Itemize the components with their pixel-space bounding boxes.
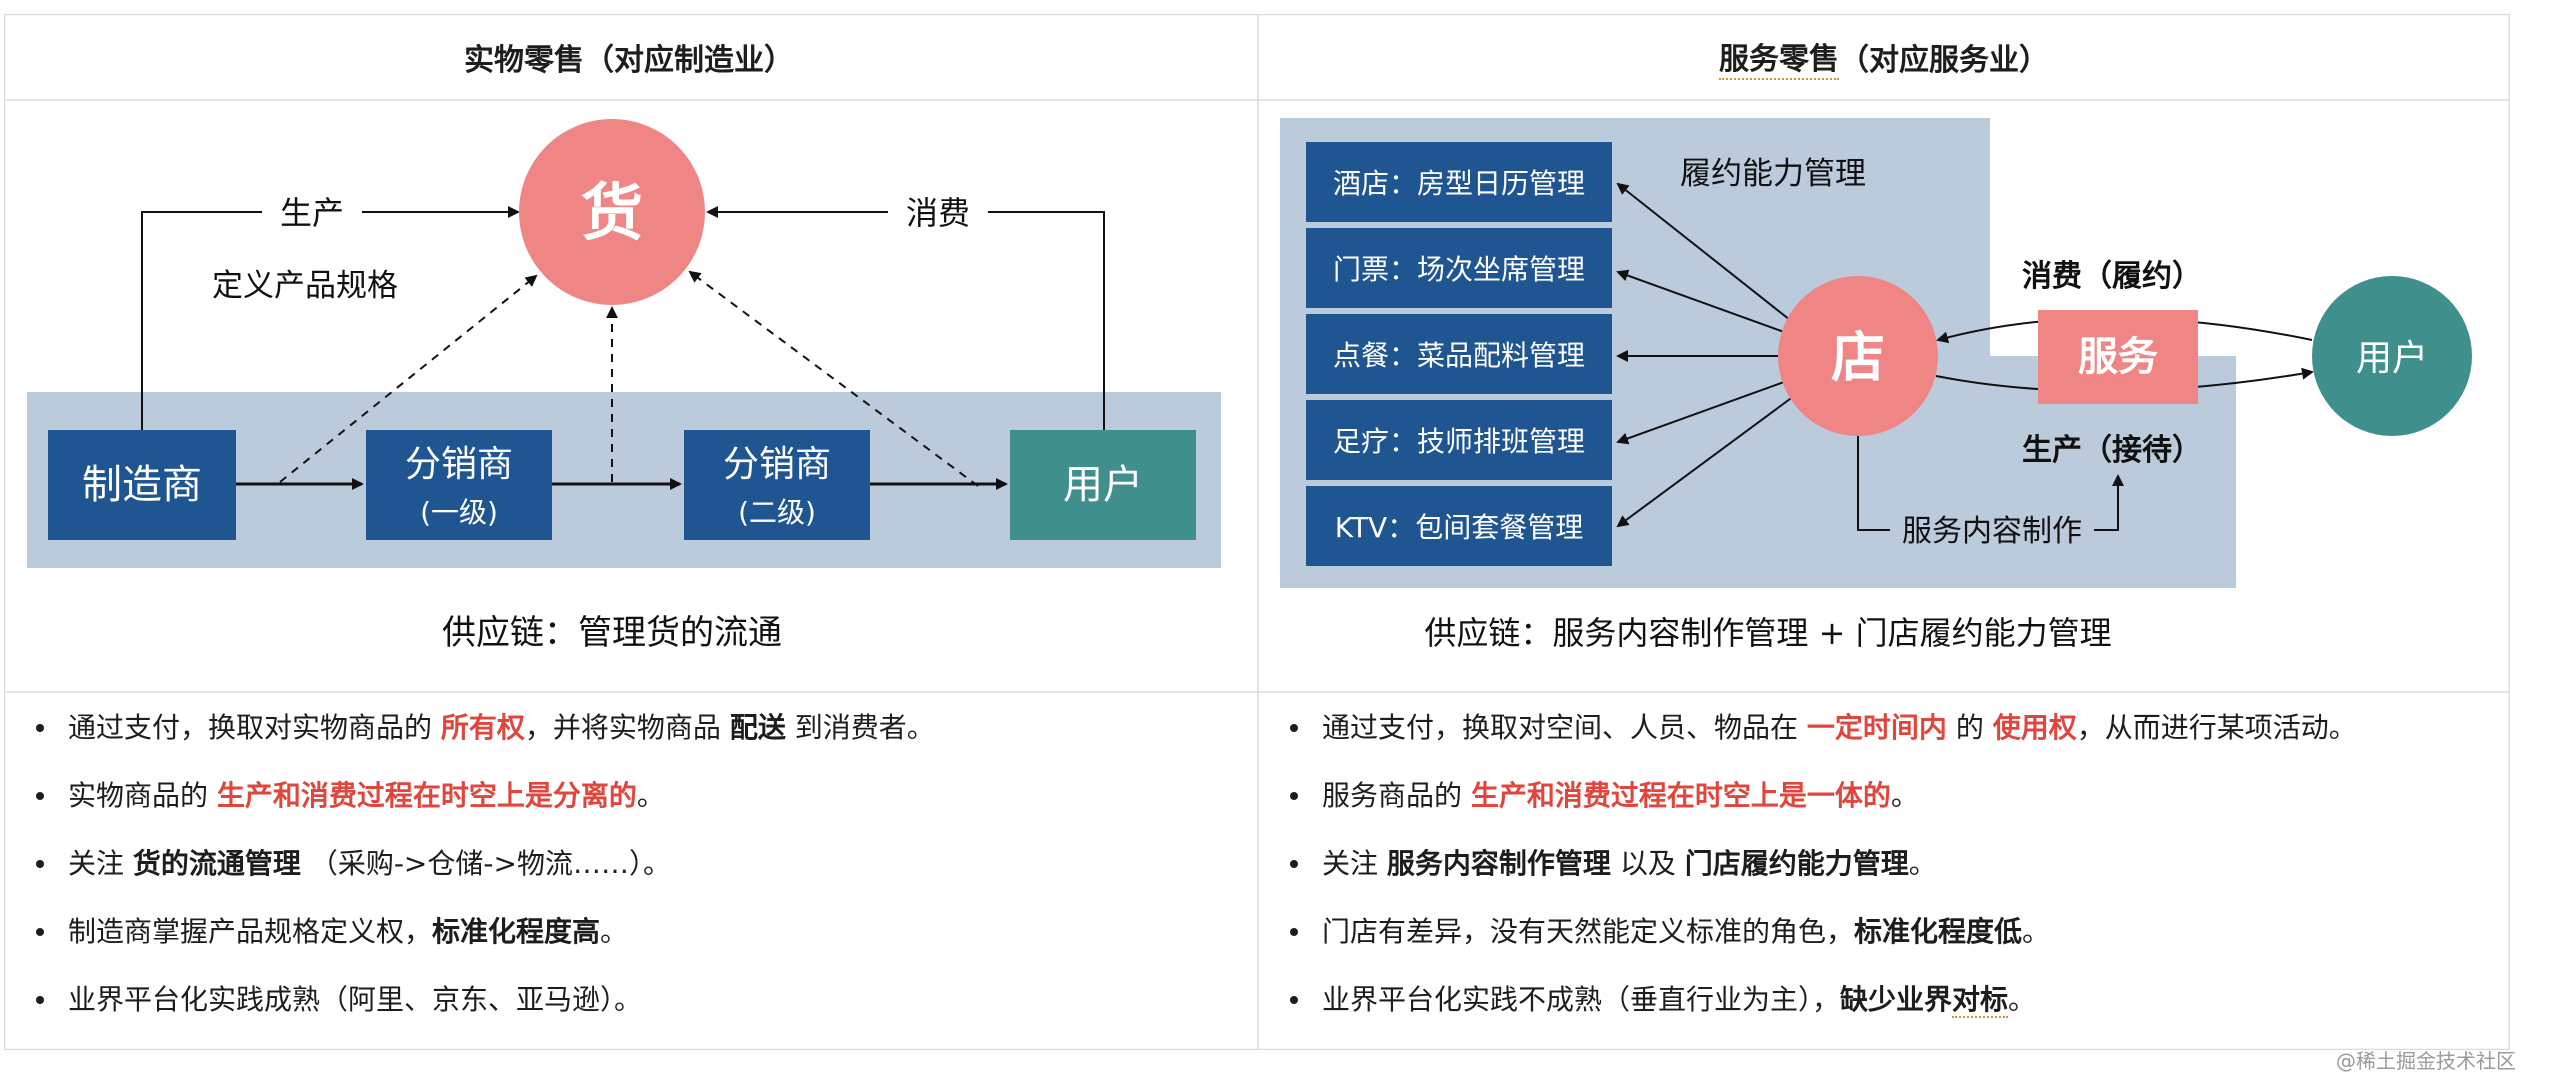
- service-label: 服务: [2078, 334, 2158, 380]
- service-user-label: 用户: [2356, 338, 2428, 379]
- distributor-2-level: (二级): [738, 496, 816, 529]
- service-item-box: [1306, 400, 1612, 480]
- right-column-header: 服务零售（对应服务业）: [1258, 14, 2510, 100]
- define-spec-label: 定义产品规格: [212, 268, 398, 304]
- produce-label: 生产: [280, 194, 344, 232]
- service-item-box: [1306, 314, 1612, 394]
- service-item-label: 酒店：房型日历管理: [1333, 167, 1585, 200]
- service-item-label: 点餐：菜品配料管理: [1333, 339, 1585, 372]
- distributor-1-box: [366, 430, 552, 540]
- service-item-box: [1306, 486, 1612, 566]
- list-item: 门店有差异，没有天然能定义标准的角色，标准化程度低。: [1258, 898, 2510, 966]
- goods-circle: [519, 119, 705, 305]
- distributor-2-box: [684, 430, 870, 540]
- list-item: 关注 服务内容制作管理 以及 门店履约能力管理。: [1258, 830, 2510, 898]
- user-box: [1010, 430, 1196, 540]
- list-item: 通过支付，换取对空间、人员、物品在 一定时间内 的 使用权，从而进行某项活动。: [1258, 694, 2510, 762]
- list-item: 关注 货的流通管理 （采购->仓储->物流……）。: [4, 830, 1254, 898]
- left-caption: 供应链：管理货的流通: [442, 613, 782, 653]
- service-item-label: 门票：场次坐席管理: [1333, 253, 1585, 286]
- fulfil-mgmt-label: 履约能力管理: [1680, 156, 1866, 192]
- right-bullet-list: 通过支付，换取对空间、人员、物品在 一定时间内 的 使用权，从而进行某项活动。 …: [1258, 694, 2510, 1034]
- consume-label: 消费: [906, 194, 970, 232]
- content-make-label: 服务内容制作: [1902, 514, 2082, 549]
- arrow-shop-item-2: [1616, 269, 1785, 333]
- arrow-shop-item-4: [1616, 381, 1785, 445]
- right-header-sub: （对应服务业）: [1839, 43, 2049, 78]
- left-bullet-list: 通过支付，换取对实物商品的 所有权，并将实物商品 配送 到消费者。 实物商品的 …: [4, 694, 1254, 1034]
- list-item: 业界平台化实践成熟（阿里、京东、亚马逊）。: [4, 966, 1254, 1034]
- arrow-shop-item-5: [1616, 395, 1795, 528]
- list-item: 通过支付，换取对实物商品的 所有权，并将实物商品 配送 到消费者。: [4, 694, 1254, 762]
- service-user-circle: [2312, 276, 2472, 436]
- manufacturer-box: [48, 430, 236, 540]
- right-header-main: 服务零售: [1719, 34, 1839, 80]
- content-make-arrow: [2094, 474, 2124, 531]
- list-item: 实物商品的 生产和消费过程在时空上是分离的。: [4, 762, 1254, 830]
- consume-arrow: [706, 206, 1105, 430]
- service-item-label: 足疗：技师排班管理: [1333, 425, 1585, 458]
- distributor-1-level: (一级): [420, 496, 498, 529]
- left-header-text: 实物零售（对应制造业）: [464, 43, 794, 78]
- produce-arrow: [141, 206, 520, 430]
- content-make-left-line: [1857, 436, 1890, 531]
- service-item-label: KTV：包间套餐管理: [1335, 511, 1583, 544]
- arrow-shop-item-1: [1616, 182, 1791, 321]
- service-item-box: [1306, 228, 1612, 308]
- shop-label: 店: [1831, 326, 1885, 389]
- list-item: 服务商品的 生产和消费过程在时空上是一体的。: [1258, 762, 2510, 830]
- right-caption: 供应链：服务内容制作管理 + 门店履约能力管理: [1424, 614, 2111, 652]
- service-retail-diagram: 履约能力管理 酒店：房型日历管理门票：场次坐席管理点餐：菜品配料管理足疗：技师排…: [1280, 118, 2472, 652]
- service-box: [2038, 310, 2198, 404]
- watermark: @稀土掘金技术社区: [2336, 1049, 2516, 1073]
- comparison-table: [4, 14, 2510, 1050]
- distributor-2-label: 分销商: [723, 444, 831, 485]
- shop-circle: [1778, 276, 1938, 436]
- user-label: 用户: [1063, 462, 1143, 508]
- service-item-box: [1306, 142, 1612, 222]
- list-item: 制造商掌握产品规格定义权，标准化程度高。: [4, 898, 1254, 966]
- list-item: 业界平台化实践不成熟（垂直行业为主），缺少业界对标。: [1258, 966, 2510, 1034]
- consume-fulfil-label: 消费（履约）: [2022, 259, 2202, 294]
- distributor-1-label: 分销商: [405, 444, 513, 485]
- physical-retail-diagram: 生产 消费 定义产品规格 货 制造商 分销商 (一级) 分销商 (二级) 用户 …: [27, 119, 1221, 653]
- left-column-header: 实物零售（对应制造业）: [4, 14, 1254, 100]
- produce-reception-label: 生产（接待）: [2022, 433, 2202, 468]
- dashed-arrow-1: [279, 274, 538, 483]
- goods-label: 货: [581, 176, 643, 249]
- manufacturer-label: 制造商: [82, 462, 202, 508]
